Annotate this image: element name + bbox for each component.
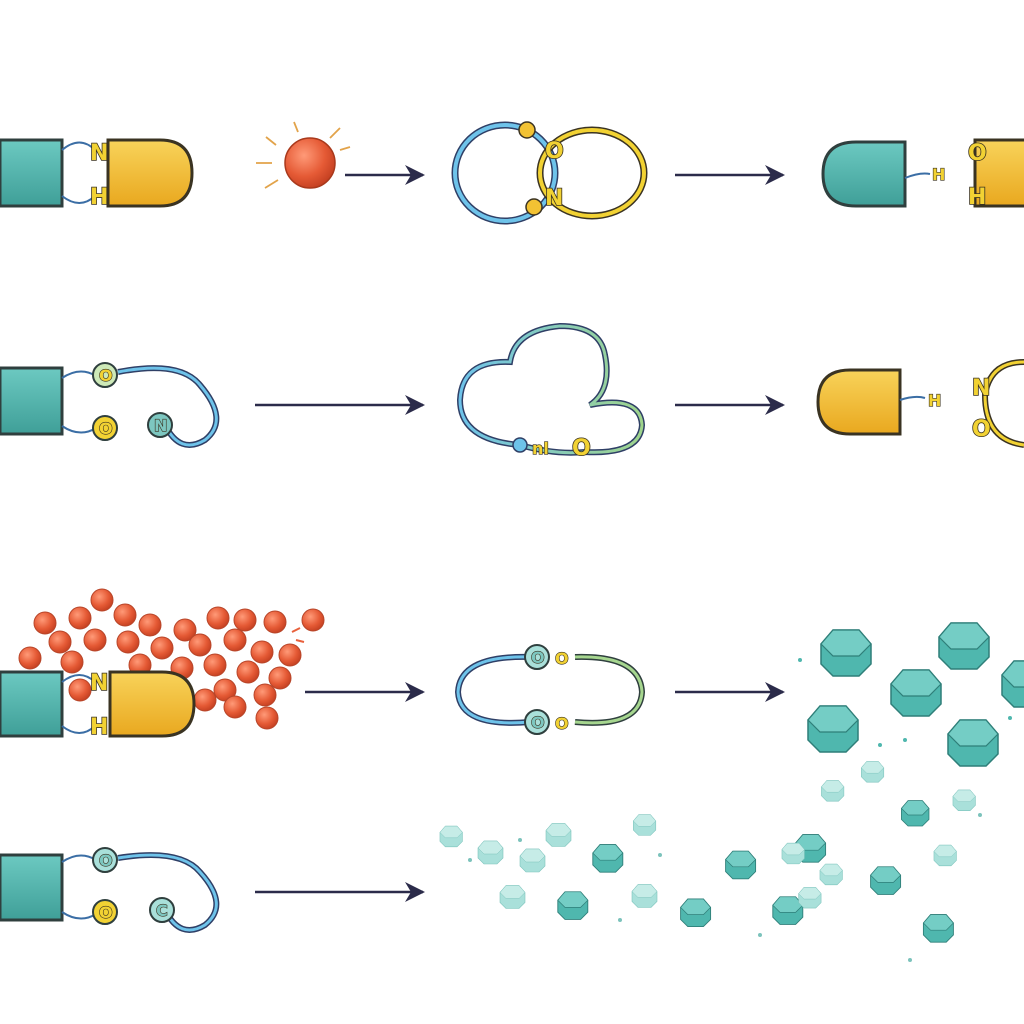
bead-cluster [18,588,325,730]
bead-icon [90,588,114,612]
bead-icon [193,688,217,712]
loop-icon [454,644,646,735]
cube-icon [821,780,845,802]
label-O: O [555,649,569,668]
cube-icon [781,842,805,865]
label-H: H [968,185,986,210]
label-O: O [99,366,113,385]
label-O: O [531,648,545,667]
bead-icon [301,608,325,632]
cube-icon [557,891,589,920]
cube-icon [890,669,942,717]
cube-icon [545,823,572,847]
cube-icon [725,850,757,880]
label-N: N [90,141,108,166]
cube-icon [819,863,843,886]
cube-icon [633,814,657,836]
cube-icon [772,896,804,925]
label-O: O [99,851,113,870]
label-O: O [572,436,591,461]
bead-icon [236,660,260,684]
bead-icon [33,611,57,635]
bead-icon [48,630,72,654]
cube-icon [680,898,712,928]
capsule-icon [0,138,194,208]
cube-icon [861,761,885,783]
cube-icon [901,800,930,827]
cube-icon [820,629,872,677]
label-O: O [545,139,564,164]
bead-icon [188,633,212,657]
bead-icon [268,666,292,690]
bead-icon [150,636,174,660]
label-N: N [545,186,563,211]
bead-icon [206,606,230,630]
bead-icon [223,695,247,719]
bead-icon [233,608,257,632]
label-N: N [90,671,108,696]
cube-icon [477,840,504,865]
cube-icon [519,848,546,873]
bead-icon [255,706,279,730]
label-H: H [928,391,941,410]
label-O: O [968,141,987,166]
label-H: H [90,185,108,210]
cube-icon [933,844,957,867]
capsule-icon [816,359,1024,448]
bead-icon [60,650,84,674]
bead-icon [113,603,137,627]
label-O: O [531,713,545,732]
bead-icon [138,613,162,637]
label-O: O [99,419,113,438]
cube-icon [922,914,954,943]
label-nl: nl [532,439,549,458]
label-N: N [154,416,167,435]
bead-icon [253,683,277,707]
cube-icon [592,844,624,873]
cube-icon [870,866,902,895]
cube-cluster [798,622,1024,767]
label-H: H [90,715,108,740]
cube-icon [807,705,859,753]
bead-icon [203,653,227,677]
cube-icon [952,789,976,811]
cube-icon [439,825,463,848]
bead-icon [83,628,107,652]
bead-icon [68,606,92,630]
bead-icon [278,643,302,667]
bead-icon [18,646,42,670]
cube-icon [938,622,990,670]
row-4: O O C [0,761,982,962]
bead-icon [116,630,140,654]
label-C: C [156,901,168,920]
label-O: O [99,903,113,922]
cube-field [439,761,982,962]
cube-icon [1001,660,1024,708]
bead-icon [223,628,247,652]
red-sphere-icon [256,121,351,189]
label-O: O [972,417,991,442]
bead-icon [250,640,274,664]
capsule-icon [0,670,196,738]
bead-icon [263,610,287,634]
cube-icon [631,884,658,908]
loop-icon [456,322,646,456]
cube-icon [798,887,822,909]
row-2: O O N nl O H N O [0,322,1024,462]
capsule-icon [0,362,220,448]
capsule-icon [821,138,1024,208]
bead-icon [68,678,92,702]
capsule-icon [0,847,220,933]
row-3: N H O O O O [0,588,1024,767]
loop-icon [451,121,648,225]
cube-icon [499,885,526,909]
row-1: N H O N H O H [0,121,1024,225]
cube-icon [947,719,999,767]
label-H: H [932,165,945,184]
label-N: N [972,376,990,401]
label-O: O [555,714,569,733]
